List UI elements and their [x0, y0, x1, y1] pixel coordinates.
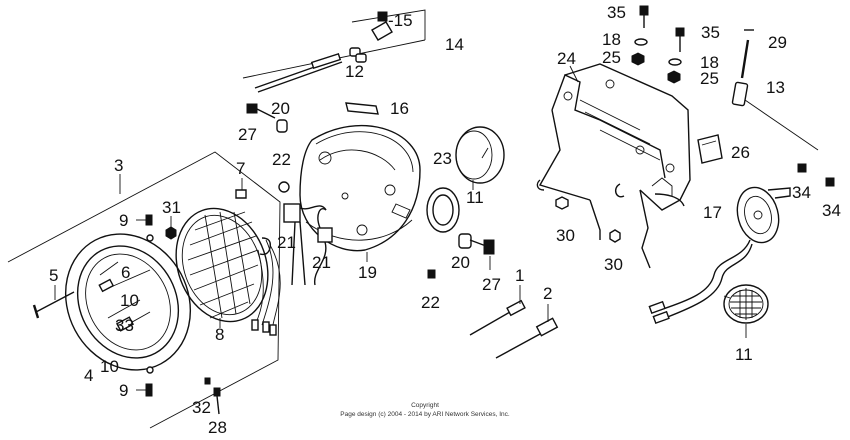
cap-11-lower — [723, 284, 769, 324]
headlight-rim — [64, 233, 192, 374]
label-34-right: 34 — [822, 201, 841, 220]
group-3-outline — [7, 151, 281, 429]
label-13: 13 — [766, 78, 785, 97]
headlight-case — [299, 124, 421, 252]
label-12: 12 — [345, 62, 364, 81]
label-11-upper: 11 — [466, 188, 484, 207]
label-9-upper: 9 — [119, 211, 128, 230]
label-15: -15 — [388, 11, 413, 30]
label-18-right: 18 — [700, 53, 719, 72]
label-26: 26 — [731, 143, 750, 162]
socket-21-left — [283, 203, 327, 286]
headlight-bracket-24 — [536, 63, 691, 269]
label-33: 33 — [115, 316, 134, 335]
screw-28 — [213, 387, 221, 415]
label-10-upper: 10 — [120, 291, 139, 310]
bolt-27-upper — [246, 103, 276, 119]
label-18-left: 18 — [602, 30, 621, 49]
label-30-left: 30 — [556, 226, 575, 245]
nut-25-right — [667, 70, 681, 84]
label-9-lower: 9 — [119, 381, 128, 400]
label-10-lower: 10 — [100, 357, 119, 376]
label-21-left: 21 — [277, 233, 296, 252]
wiring-kit-14 — [242, 9, 426, 93]
label-23: 23 — [433, 149, 452, 168]
label-20-upper: 20 — [271, 99, 290, 118]
nut-25-left — [631, 52, 645, 66]
nut-31 — [165, 226, 177, 240]
fuse-12 — [349, 47, 367, 63]
label-31: 31 — [162, 198, 181, 217]
label-27-lower: 27 — [482, 275, 501, 294]
label-27-upper: 27 — [238, 125, 257, 144]
collar-20-upper — [276, 119, 288, 133]
label-14: 14 — [445, 35, 464, 54]
label-20-lower: 20 — [451, 253, 470, 272]
rod-13 — [731, 81, 819, 151]
leader-24 — [569, 65, 579, 83]
label-25-right: 25 — [700, 69, 719, 88]
nut-30-right — [609, 229, 621, 243]
label-25-left: 25 — [602, 48, 621, 67]
horn-17 — [648, 186, 791, 325]
part-7-clip — [235, 178, 247, 199]
washer-18-right — [668, 58, 682, 66]
part-26-cover — [697, 134, 723, 164]
sealed-beam-unit — [175, 207, 281, 336]
label-1: 1 — [515, 266, 524, 285]
label-28: 28 — [208, 418, 227, 437]
label-11-lower: 11 — [735, 345, 753, 364]
label-5: 5 — [49, 266, 58, 285]
socket-21-right — [314, 208, 333, 286]
screw-9-lower — [136, 383, 153, 397]
label-16: 16 — [390, 99, 409, 118]
label-19: 19 — [358, 263, 377, 282]
label-21-right: 21 — [312, 253, 331, 272]
screw-5 — [32, 291, 75, 319]
label-22-upper: 22 — [272, 150, 291, 169]
seal-23 — [426, 187, 460, 233]
grommet-22-upper — [278, 181, 290, 193]
grommet-22-lower — [427, 269, 436, 279]
label-35-left: 35 — [607, 3, 626, 22]
label-24: 24 — [557, 49, 576, 68]
screw-32 — [204, 377, 211, 385]
cable-1 — [469, 285, 526, 336]
copyright-line-1: Copyright — [411, 402, 439, 409]
label-30-right: 30 — [604, 255, 623, 274]
screw-9-upper — [136, 214, 153, 226]
nut-30-left — [555, 196, 569, 210]
label-2: 2 — [543, 284, 552, 303]
screw-34-right — [825, 177, 835, 187]
cable-2 — [495, 304, 559, 359]
label-32: 32 — [192, 398, 211, 417]
cap-11-upper — [455, 126, 505, 184]
bolt-27-lower — [469, 239, 495, 255]
label-6: 6 — [121, 263, 130, 282]
bolt-29 — [740, 29, 754, 79]
plate-16 — [345, 102, 379, 115]
screw-34-left — [797, 163, 807, 173]
bulb-15 — [371, 11, 393, 41]
copyright-line-2: Page design (c) 2004 - 2014 by ARI Netwo… — [340, 411, 510, 418]
label-7: 7 — [236, 159, 245, 178]
label-8: 8 — [215, 325, 224, 344]
label-22-lower: 22 — [421, 293, 440, 312]
label-17: 17 — [703, 203, 722, 222]
label-29: 29 — [768, 33, 787, 52]
washer-18-left — [634, 38, 648, 46]
label-4: 4 — [84, 366, 93, 385]
label-34-left: 34 — [792, 183, 811, 202]
label-35-right: 35 — [701, 23, 720, 42]
bolt-35-right — [675, 27, 685, 52]
bolt-35-left — [639, 5, 649, 28]
collar-20-lower — [458, 233, 472, 249]
label-3: 3 — [114, 156, 123, 175]
